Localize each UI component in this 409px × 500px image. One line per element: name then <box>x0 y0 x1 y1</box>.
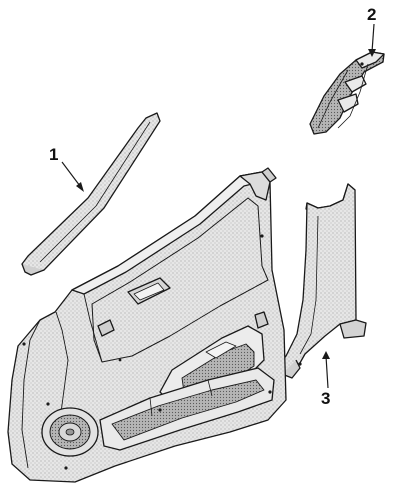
leader-line-2 <box>371 23 375 53</box>
leader-arrow-2 <box>368 49 376 57</box>
leader-arrow-3 <box>322 351 330 359</box>
a-pillar-trim <box>21 112 161 276</box>
leader-arrow-1 <box>76 182 84 192</box>
b-pillar-trim <box>277 183 367 379</box>
leader-line-3 <box>325 355 329 389</box>
upper-trim-piece <box>309 51 385 135</box>
leader-lines <box>61 23 376 389</box>
leader-line-1 <box>61 161 81 187</box>
callout-label-3: 3 <box>321 389 331 408</box>
door-trim-panel <box>7 167 287 483</box>
callout-label-2: 2 <box>367 5 377 24</box>
speaker-grille <box>41 407 99 457</box>
callout-label-1: 1 <box>49 145 59 164</box>
